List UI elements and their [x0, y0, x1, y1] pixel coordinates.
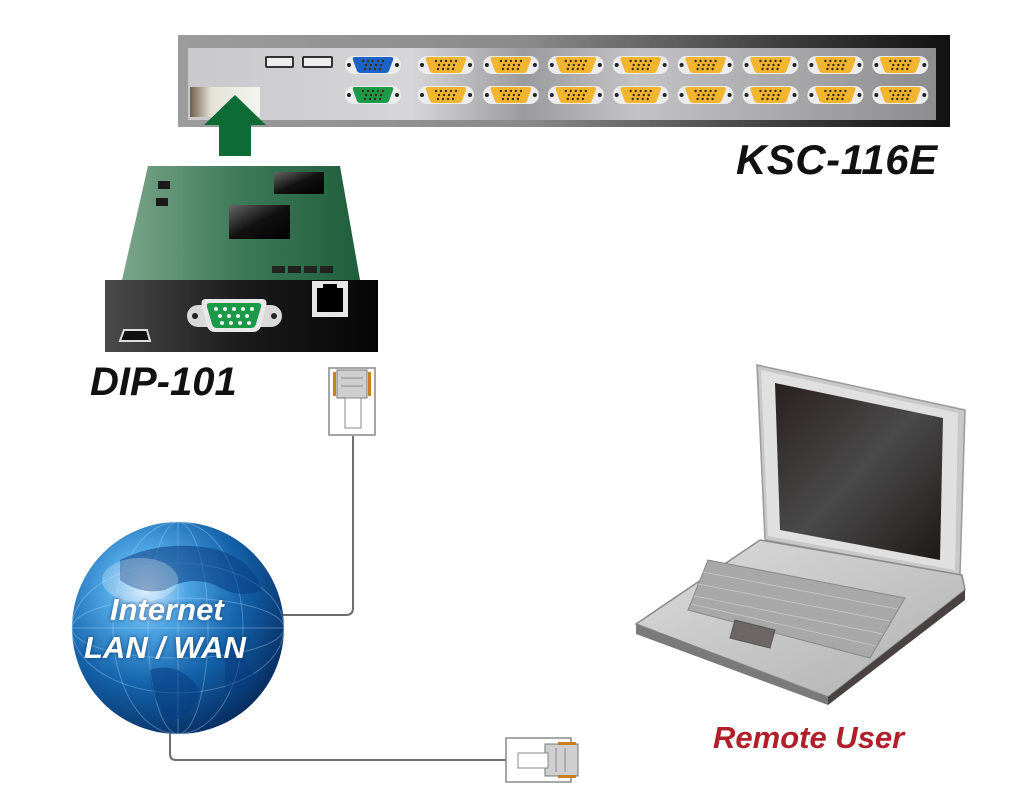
usb-port-icon — [302, 56, 333, 68]
console-vga-port-green — [345, 86, 401, 104]
pcb-leds — [272, 266, 333, 273]
pcb-component — [158, 181, 170, 189]
computer-vga-port — [872, 86, 929, 104]
internet-globe-icon — [71, 521, 285, 735]
computer-vga-port — [677, 56, 734, 74]
computer-vga-port — [547, 86, 604, 104]
computer-vga-port — [742, 86, 799, 104]
network-label-lan-wan: LAN / WAN — [84, 630, 246, 665]
rj45-plug-icon — [328, 367, 376, 436]
rj45-plug-icon — [505, 737, 579, 783]
computer-vga-port — [418, 56, 474, 74]
computer-vga-port — [547, 56, 604, 74]
computer-vga-port — [612, 56, 669, 74]
laptop-keyboard — [687, 559, 906, 659]
pcb-chip — [274, 172, 324, 194]
computer-vga-port — [872, 56, 929, 74]
computer-vga-port — [807, 86, 864, 104]
computer-vga-port — [677, 86, 734, 104]
pcb-chip — [229, 205, 290, 239]
vga-ports — [345, 56, 929, 104]
computer-vga-port — [742, 56, 799, 74]
laptop-screen — [775, 383, 943, 560]
usb-ports — [265, 56, 333, 68]
computer-vga-port — [612, 86, 669, 104]
computer-vga-port — [807, 56, 864, 74]
mini-usb-port-icon — [118, 329, 152, 342]
computer-vga-port — [418, 86, 474, 104]
vga-port-icon — [187, 299, 282, 332]
kvm-switch — [178, 35, 950, 127]
console-vga-port-blue — [345, 56, 401, 74]
module-model-label: DIP-101 — [90, 360, 237, 404]
network-cables — [169, 436, 506, 761]
switch-model-label: KSC-116E — [736, 136, 938, 183]
upward-arrow-icon — [204, 95, 266, 156]
computer-vga-port — [482, 86, 539, 104]
network-label-internet: Internet — [110, 592, 224, 627]
rj45-jack-icon — [312, 281, 348, 317]
dip-101-module — [105, 166, 378, 352]
laptop-icon — [634, 364, 966, 705]
computer-vga-port — [482, 56, 539, 74]
usb-port-icon — [265, 56, 294, 68]
laptop-touchpad — [729, 619, 776, 649]
cable-module-to-network — [280, 436, 354, 616]
remote-user-label: Remote User — [713, 720, 905, 755]
cable-network-to-user — [169, 732, 506, 761]
pcb-component — [156, 198, 168, 206]
